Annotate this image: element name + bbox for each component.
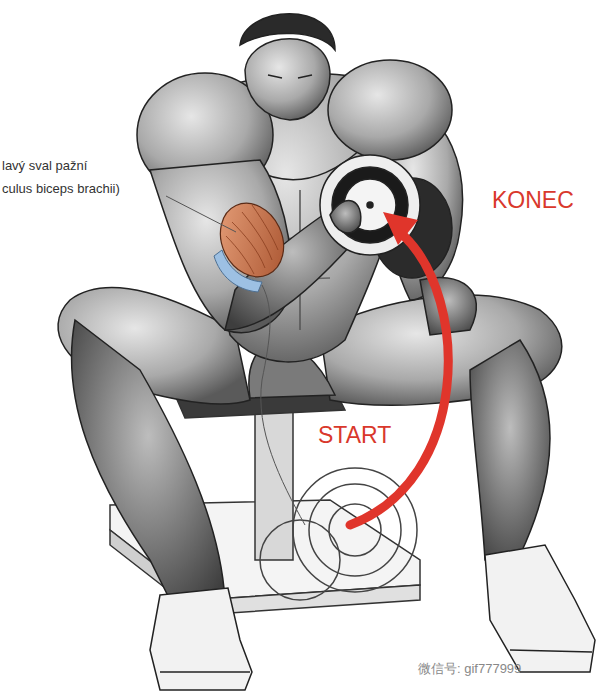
biceps-muscle: [209, 193, 295, 292]
end-dumbbell: [320, 155, 452, 278]
start-dumbbell: [260, 468, 417, 600]
anatomy-label: lavý sval pažní: [2, 158, 87, 173]
head: [240, 14, 335, 120]
watermark: 微信号: gif777999: [418, 660, 521, 678]
position-label: KONEC: [492, 187, 574, 214]
anatomy-label: culus biceps brachii): [2, 181, 120, 196]
position-label: START: [318, 422, 391, 449]
shoes: [150, 545, 595, 690]
movement-arrow: [350, 212, 448, 525]
leader-lines: [166, 196, 305, 525]
